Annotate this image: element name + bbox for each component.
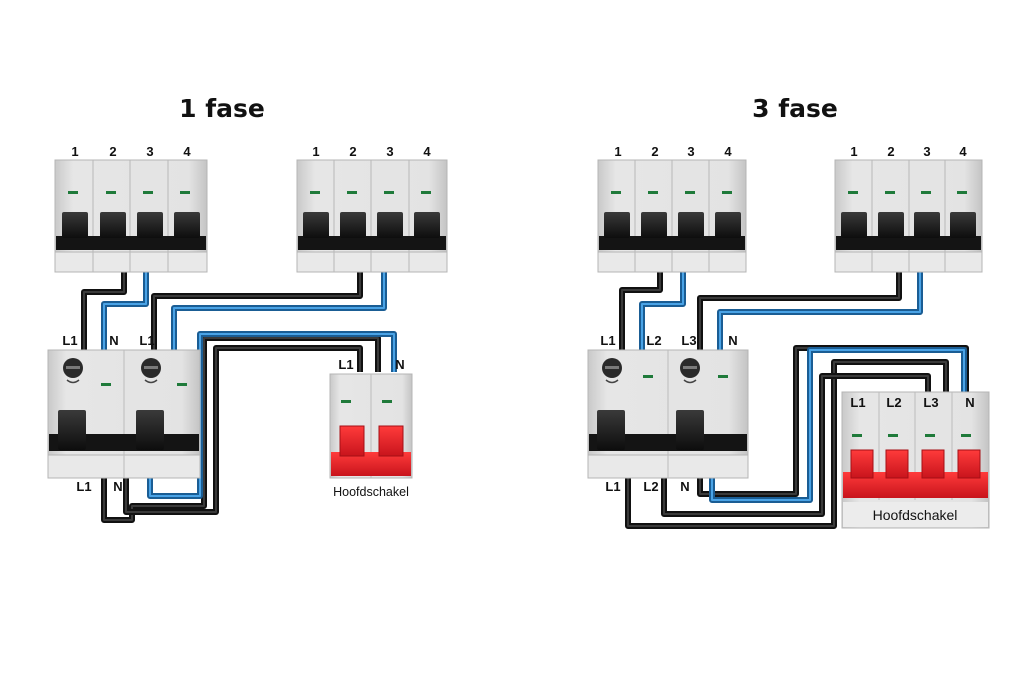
pole-label: 1 [614, 144, 621, 159]
breaker-a-pole-labels: 1 2 3 4 [71, 144, 191, 159]
main-switch-terminal: L3 [923, 395, 938, 410]
test-knob-icon [602, 358, 622, 384]
pole-label: 4 [423, 144, 431, 159]
pole-label: 4 [959, 144, 967, 159]
rcd-bottom-label: N [113, 479, 122, 494]
pole-label: 3 [146, 144, 153, 159]
rcd-top-label: L3 [681, 333, 696, 348]
pole-label: 1 [850, 144, 857, 159]
rcd-1-fase: L1 N L1 L1 N [47, 333, 201, 494]
title-1-fase: 1 fase [179, 94, 265, 123]
main-switch-terminal: L2 [886, 395, 901, 410]
breaker-block-b-3-fase: 1 2 3 4 [834, 144, 983, 273]
breaker-block-a-1-fase: 1 2 3 4 [54, 144, 208, 273]
rcd-top-label: N [728, 333, 737, 348]
wires-3-fase [619, 272, 969, 529]
main-switch-1-fase: L1 N Hoofdschakel [329, 357, 413, 499]
breaker-b-pole-labels: 1 2 3 4 [850, 144, 967, 159]
rcd-top-label: L1 [139, 333, 154, 348]
pole-label: 1 [312, 144, 319, 159]
breaker-block-a-3-fase: 1 2 3 4 [597, 144, 747, 273]
breaker-block-b-1-fase: 1 2 3 4 [296, 144, 448, 273]
test-knob-icon [680, 358, 700, 384]
pole-label: 2 [651, 144, 658, 159]
pole-label: 3 [923, 144, 930, 159]
main-switch-terminal: N [395, 357, 404, 372]
main-switch-terminal: L1 [338, 357, 353, 372]
rcd-top-label: N [109, 333, 118, 348]
pole-label: 3 [386, 144, 393, 159]
rcd-bottom-label: N [680, 479, 689, 494]
rcd-top-label: L1 [62, 333, 77, 348]
rcd-bottom-label: L1 [76, 479, 91, 494]
rcd-bottom-label: L1 [605, 479, 620, 494]
pole-label: 2 [349, 144, 356, 159]
test-knob-icon [141, 358, 161, 384]
rcd-bottom-label: L2 [643, 479, 658, 494]
main-switch-caption: Hoofdschakel [333, 485, 409, 499]
pole-label: 2 [887, 144, 894, 159]
main-switch-caption: Hoofdschakel [873, 507, 958, 523]
test-knob-icon [63, 358, 83, 384]
rcd-3-fase: L1 L2 L3 N L1 L2 N [587, 333, 749, 494]
title-3-fase: 3 fase [752, 94, 838, 123]
rcd-top-label: L2 [646, 333, 661, 348]
pole-label: 3 [687, 144, 694, 159]
breaker-b-pole-labels: 1 2 3 4 [312, 144, 431, 159]
pole-label: 4 [183, 144, 191, 159]
main-switch-3-fase: L1 L2 L3 N Hoofdschakel [841, 391, 990, 529]
rcd-top-label: L1 [600, 333, 615, 348]
pole-label: 4 [724, 144, 732, 159]
main-switch-terminal: L1 [850, 395, 865, 410]
pole-label: 1 [71, 144, 78, 159]
breaker-a-pole-labels: 1 2 3 4 [614, 144, 732, 159]
main-switch-terminal: N [965, 395, 974, 410]
pole-label: 2 [109, 144, 116, 159]
